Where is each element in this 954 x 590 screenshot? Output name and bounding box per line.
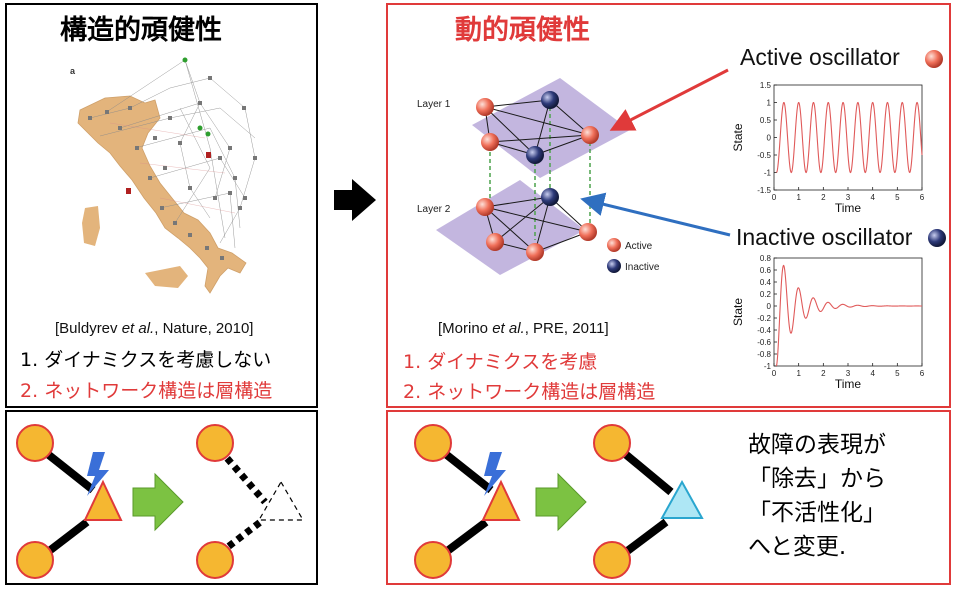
active-chart-x-tick-label: 3 bbox=[846, 193, 851, 202]
active-chart-series-line bbox=[776, 101, 923, 174]
inactive-state-chart: 0 1 2 3 4 5 6 0.8 0.6 0.4 0.2 0 -0.2 -0.4 -0.6 -0.8 -1Ti… bbox=[731, 254, 925, 391]
active-chart-y-tick-label: -0.5 bbox=[757, 151, 771, 160]
active-chart-y-label: State bbox=[731, 123, 745, 151]
active-chart-x-tick-label: 6 bbox=[920, 193, 925, 202]
inactive-chart-y-tick-label: -0.4 bbox=[757, 326, 771, 335]
node-bottom bbox=[16, 541, 54, 579]
map-nodes bbox=[88, 76, 257, 260]
inactive-chart-x-label: Time bbox=[835, 377, 862, 391]
layer1-plane bbox=[472, 78, 630, 178]
layer1-label: Layer 1 bbox=[417, 99, 451, 110]
inactive-chart-series-line bbox=[775, 264, 922, 367]
sardinia-shape bbox=[82, 206, 100, 246]
dynamical-point-1: 1. ダイナミクスを考慮 bbox=[403, 351, 598, 373]
removal-diagram bbox=[16, 424, 305, 579]
inactive-chart-y-label: State bbox=[731, 298, 745, 326]
inactive-chart-y-tick-label: 0 bbox=[767, 302, 772, 311]
failure-note-line-4: へと変更. bbox=[748, 534, 847, 560]
node-top bbox=[414, 424, 452, 462]
layer2-label: Layer 2 bbox=[417, 204, 451, 215]
inactive-chart-y-tick-label: 0.8 bbox=[760, 254, 772, 263]
removed-node-triangle bbox=[257, 480, 305, 521]
inactive-chart-x-tick-label: 1 bbox=[796, 369, 801, 378]
active-chart-x-tick-label: 0 bbox=[772, 193, 777, 202]
node-top-after bbox=[196, 424, 234, 462]
structural-title: 構造的頑健性 bbox=[60, 15, 222, 46]
active-chart-y-tick-label: -1 bbox=[764, 169, 772, 178]
failure-note-line-2: 「除去」から bbox=[748, 466, 886, 492]
active-chart-y-tick-label: 0 bbox=[767, 134, 772, 143]
inactive-chart-y-tick-label: -0.8 bbox=[757, 350, 771, 359]
legend-inactive-marker bbox=[607, 259, 621, 273]
legend-active-label: Active bbox=[625, 241, 653, 252]
inactive-chart-x-tick-label: 5 bbox=[895, 369, 900, 378]
active-chart-y-tick-label: 1 bbox=[767, 99, 772, 108]
active-chart-frame bbox=[773, 84, 923, 191]
node-top-after bbox=[593, 424, 631, 462]
italy-shape bbox=[77, 95, 247, 294]
inactive-chart-frame bbox=[773, 257, 923, 367]
active-oscillator-icon bbox=[925, 50, 943, 68]
inactive-node-triangle bbox=[660, 479, 704, 519]
structural-failure-panel bbox=[5, 410, 318, 585]
pointer-arrows bbox=[580, 68, 731, 237]
green-arrow-icon bbox=[535, 472, 587, 532]
active-chart-x-label: Time bbox=[835, 201, 862, 215]
map-panel-label: a bbox=[70, 66, 76, 76]
layer2-plane bbox=[436, 180, 585, 275]
node-bottom-after bbox=[593, 541, 631, 579]
active-chart-x-tick-label: 5 bbox=[895, 193, 900, 202]
inactive-pointer-arrow bbox=[580, 192, 731, 237]
inactive-chart-y-tick-label: 0.6 bbox=[760, 266, 772, 275]
node-bottom-after bbox=[196, 541, 234, 579]
active-chart-x-tick-label: 1 bbox=[796, 193, 801, 202]
inactive-chart-x-tick-label: 6 bbox=[920, 369, 925, 378]
dynamical-robustness-panel bbox=[386, 3, 951, 408]
failure-note-line-1: 故障の表現が bbox=[748, 432, 886, 458]
active-chart-x-tick-label: 2 bbox=[821, 193, 826, 202]
inactive-oscillator-label: Inactive oscillator bbox=[736, 224, 913, 250]
structural-point-1: 1. ダイナミクスを考慮しない bbox=[20, 349, 272, 371]
inactive-chart-x-tick-label: 0 bbox=[772, 369, 777, 378]
failure-note: 故障の表現が 「除去」から 「不活性化」 へと変更. bbox=[748, 428, 886, 564]
legend-inactive-label: Inactive bbox=[625, 262, 660, 273]
inactive-oscillator-icon bbox=[928, 229, 946, 247]
active-chart-x-tick-label: 4 bbox=[870, 193, 875, 202]
inactivation-diagram bbox=[414, 424, 704, 579]
failed-node-triangle bbox=[83, 479, 123, 521]
structural-robustness-panel bbox=[5, 3, 318, 408]
inactive-chart-y-tick-label: 0.4 bbox=[760, 278, 772, 287]
active-pointer-arrow bbox=[609, 68, 729, 131]
dynamical-point-2: 2. ネットワーク構造は層構造 bbox=[403, 381, 656, 403]
lightning-icon bbox=[484, 452, 506, 496]
inactive-chart-x-tick-label: 3 bbox=[846, 369, 851, 378]
active-chart-y-tick-label: 1.5 bbox=[760, 81, 772, 90]
structural-point-2: 2. ネットワーク構造は層構造 bbox=[20, 380, 273, 402]
green-arrow-icon bbox=[132, 472, 184, 532]
legend-active-marker bbox=[607, 238, 621, 252]
italy-network-map: a bbox=[70, 57, 257, 294]
inactive-chart-y-tick-label: 0.2 bbox=[760, 290, 772, 299]
inactive-chart-x-tick-label: 4 bbox=[870, 369, 875, 378]
failed-node-triangle bbox=[481, 479, 521, 521]
structural-citation: [Buldyrev et al., Nature, 2010] bbox=[55, 320, 254, 337]
sicily-shape bbox=[145, 266, 188, 288]
dynamical-failure-panel bbox=[386, 410, 951, 585]
multilayer-network-diagram: Layer 1 Layer 2 Active Inactive bbox=[417, 78, 660, 275]
inactive-chart-y-tick-label: -0.2 bbox=[757, 314, 771, 323]
active-chart-y-tick-label: -1.5 bbox=[757, 186, 771, 195]
lightning-icon bbox=[87, 452, 109, 496]
transition-arrow-icon bbox=[334, 179, 376, 221]
inactive-chart-y-tick-label: -0.6 bbox=[757, 338, 771, 347]
node-bottom bbox=[414, 541, 452, 579]
inactive-chart-x-tick-label: 2 bbox=[821, 369, 826, 378]
failure-note-line-3: 「不活性化」 bbox=[748, 500, 886, 526]
dynamical-title: 動的頑健性 bbox=[455, 15, 590, 46]
active-oscillator-label: Active oscillator bbox=[740, 44, 900, 70]
inactive-chart-y-tick-label: -1 bbox=[764, 362, 772, 371]
dynamical-citation: [Morino et al., PRE, 2011] bbox=[438, 320, 609, 337]
active-chart-y-tick-label: 0.5 bbox=[760, 116, 772, 125]
node-top bbox=[16, 424, 54, 462]
